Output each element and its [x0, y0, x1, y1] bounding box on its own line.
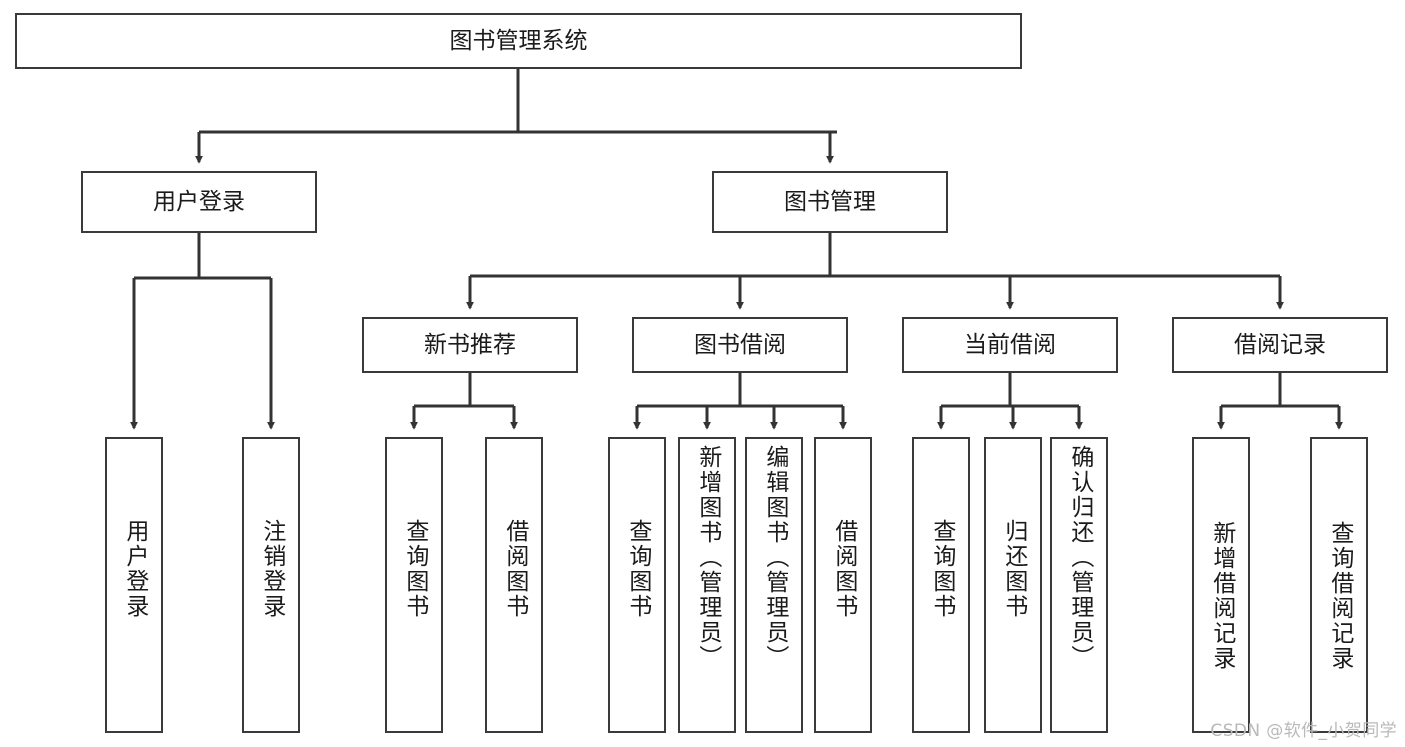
node-leaf-borrow-book-1-label: 借阅图书	[501, 519, 528, 619]
node-user-login-label: 用户登录	[153, 188, 245, 215]
node-leaf-add-book[interactable]: 新增图书（管理员）	[678, 437, 736, 733]
node-leaf-query-book-2[interactable]: 查询图书	[608, 437, 666, 733]
node-current-borrow[interactable]: 当前借阅	[902, 317, 1118, 373]
node-borrow-record-label: 借阅记录	[1234, 331, 1326, 358]
node-leaf-add-book-label: 新增图书（管理员）	[694, 445, 721, 670]
node-new-book-recommend[interactable]: 新书推荐	[362, 317, 578, 373]
node-leaf-borrow-book-1[interactable]: 借阅图书	[485, 437, 543, 733]
node-leaf-query-book-3[interactable]: 查询图书	[912, 437, 970, 733]
node-leaf-confirm-return[interactable]: 确认归还（管理员）	[1050, 437, 1108, 733]
edge-group-book-manage	[466, 233, 1284, 310]
edge-group-borrow-record	[1217, 373, 1343, 430]
node-current-borrow-label: 当前借阅	[964, 331, 1056, 358]
node-book-borrow[interactable]: 图书借阅	[632, 317, 848, 373]
node-leaf-query-book-1[interactable]: 查询图书	[385, 437, 443, 733]
node-leaf-borrow-book-2[interactable]: 借阅图书	[814, 437, 872, 733]
edge-group-current-borrow	[937, 373, 1083, 430]
node-book-manage[interactable]: 图书管理	[712, 171, 948, 233]
node-new-book-recommend-label: 新书推荐	[424, 331, 516, 358]
node-leaf-borrow-book-2-label: 借阅图书	[830, 519, 857, 619]
node-leaf-add-record-label: 新增借阅记录	[1208, 521, 1235, 671]
node-leaf-logout[interactable]: 注销登录	[242, 437, 300, 733]
node-leaf-user-login[interactable]: 用户登录	[105, 437, 163, 733]
node-leaf-return-book[interactable]: 归还图书	[984, 437, 1042, 733]
node-leaf-edit-book-label: 编辑图书（管理员）	[761, 445, 788, 670]
node-root[interactable]: 图书管理系统	[15, 13, 1022, 69]
node-leaf-confirm-return-label: 确认归还（管理员）	[1066, 445, 1093, 670]
node-leaf-return-book-label: 归还图书	[1000, 519, 1027, 619]
watermark-text: CSDN @软件_小贺同学	[1210, 721, 1397, 741]
node-leaf-query-book-1-label: 查询图书	[401, 519, 428, 619]
node-leaf-user-login-label: 用户登录	[121, 519, 148, 619]
node-book-manage-label: 图书管理	[784, 188, 876, 215]
node-leaf-query-record[interactable]: 查询借阅记录	[1310, 437, 1368, 733]
node-leaf-edit-book[interactable]: 编辑图书（管理员）	[745, 437, 803, 733]
node-root-label: 图书管理系统	[449, 27, 588, 54]
edge-group-user-login	[130, 233, 275, 430]
edge-group-root	[195, 69, 837, 164]
node-leaf-query-book-3-label: 查询图书	[928, 519, 955, 619]
node-leaf-logout-label: 注销登录	[258, 519, 285, 619]
edge-group-new-book-recommend	[410, 373, 518, 430]
node-book-borrow-label: 图书借阅	[694, 331, 786, 358]
edge-group-book-borrow	[633, 373, 847, 430]
node-borrow-record[interactable]: 借阅记录	[1172, 317, 1388, 373]
node-leaf-query-book-2-label: 查询图书	[624, 519, 651, 619]
node-user-login[interactable]: 用户登录	[81, 171, 317, 233]
node-leaf-add-record[interactable]: 新增借阅记录	[1192, 437, 1250, 733]
node-leaf-query-record-label: 查询借阅记录	[1326, 521, 1353, 671]
